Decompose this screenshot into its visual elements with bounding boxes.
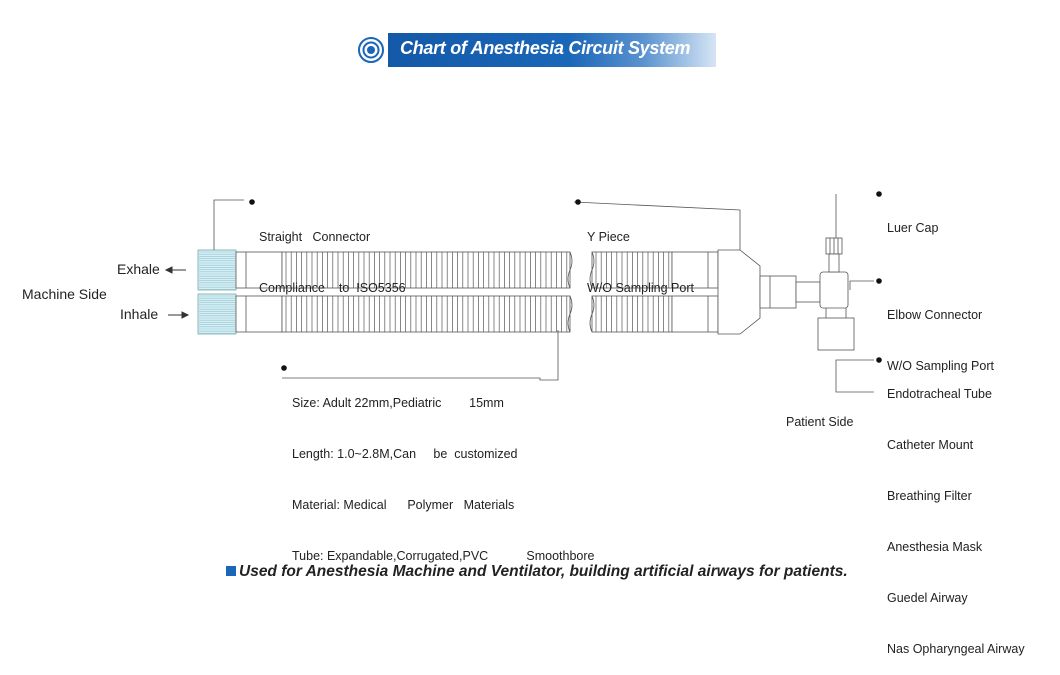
straight-connector-callout: Straight Connector Compliance to ISO5356	[259, 230, 406, 295]
size-info-callout: Size: Adult 22mm,Pediatric 15mm Length: …	[292, 396, 595, 563]
target-icon	[358, 37, 384, 63]
title-banner	[388, 33, 716, 67]
page-title: Chart of Anesthesia Circuit System	[400, 38, 691, 58]
exhale-label: Exhale	[117, 261, 160, 277]
circuit-diagram	[164, 191, 882, 393]
flow-arrows	[164, 266, 190, 319]
patient-side-label: Patient Side	[786, 415, 854, 429]
footer-note: Used for Anesthesia Machine and Ventilat…	[226, 563, 848, 581]
inhale-label: Inhale	[120, 306, 159, 322]
elbow-connector-callout: Elbow Connector W/O Sampling Port	[887, 308, 994, 373]
luer-cap-callout: Luer Cap	[887, 221, 939, 235]
machine-side-label: Machine Side	[22, 286, 107, 302]
square-bullet-icon	[226, 566, 236, 576]
footer-text: Used for Anesthesia Machine and Ventilat…	[239, 563, 848, 580]
callout-dots	[249, 191, 882, 371]
y-piece-callout: Y Piece W/O Sampling Port	[587, 230, 694, 295]
